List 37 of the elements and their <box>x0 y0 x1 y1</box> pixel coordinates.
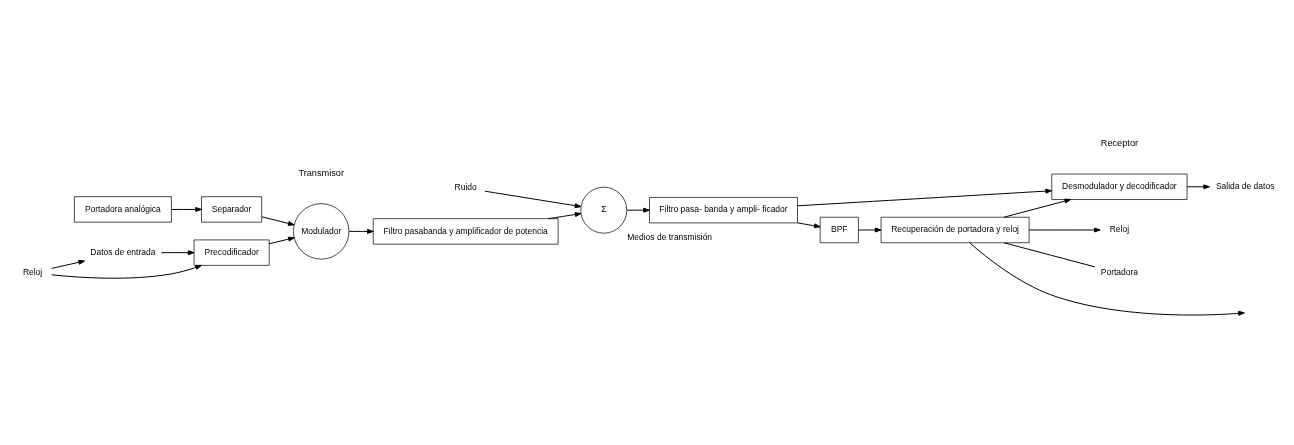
connector <box>1003 241 1096 267</box>
node-text: Ruido <box>454 181 477 192</box>
node-text: Salida de datos <box>1215 180 1275 191</box>
arrow <box>348 228 374 234</box>
arrow <box>547 211 582 219</box>
arrow <box>160 249 195 255</box>
arrow <box>626 207 650 213</box>
label: Transmisor <box>298 167 344 178</box>
arrow <box>268 236 295 244</box>
node-box: Filtro pasabanda y amplificador de potencia <box>372 217 559 244</box>
node-box: Filtro pasa- banda y ampli- ficador <box>649 196 798 223</box>
node-circle: Modulador <box>293 202 350 259</box>
arrow <box>171 206 202 212</box>
arrow <box>1186 183 1210 189</box>
label: Receptor <box>1100 137 1139 148</box>
node-label: Medios de transmisión <box>627 231 713 242</box>
node-box: BPF <box>819 216 859 243</box>
arrow <box>51 264 202 279</box>
arrow <box>969 241 1245 316</box>
node-box: Desmodulador y decodificador <box>1051 173 1188 200</box>
node-box: Separador <box>201 195 263 223</box>
arrow <box>1003 198 1072 218</box>
node-text: Portadora <box>1100 266 1139 277</box>
node-box: Recuperación de portadora y reloj <box>880 216 1030 243</box>
arrow <box>1028 227 1101 232</box>
node-text: Datos de entrada <box>90 246 156 257</box>
node-text: Reloj <box>1109 223 1130 234</box>
arrow <box>797 221 821 228</box>
arrow <box>261 215 295 226</box>
arrow <box>51 259 86 269</box>
arrow <box>797 188 1052 206</box>
node-circle: Σ <box>580 186 628 234</box>
arrow <box>484 190 582 208</box>
arrow <box>858 227 882 232</box>
node-text: Reloj <box>22 266 43 277</box>
node-box: Precodificador <box>193 239 270 266</box>
node-box: Portadora analógica <box>74 195 172 223</box>
